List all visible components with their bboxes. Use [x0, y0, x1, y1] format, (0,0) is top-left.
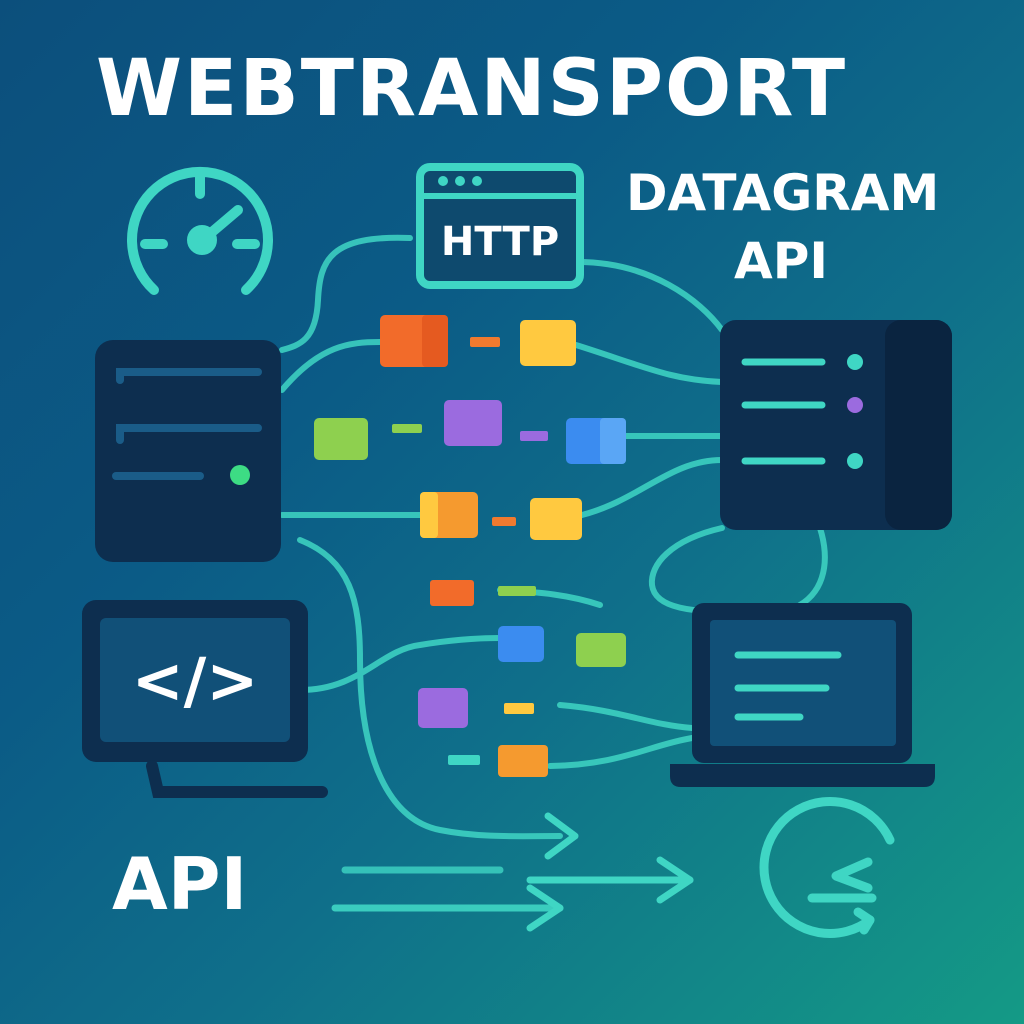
- page-title: WEBTRANSPORT: [96, 44, 848, 134]
- datagram-label-line2: API: [734, 232, 828, 290]
- data-packets: [314, 315, 626, 777]
- laptop-icon: [670, 603, 935, 787]
- code-monitor-icon: </>: [82, 600, 328, 798]
- api-label: API: [112, 842, 248, 926]
- code-glyph: </>: [132, 644, 259, 717]
- browser-window-icon: HTTP: [416, 163, 584, 289]
- speedometer-icon: [127, 166, 273, 295]
- refresh-icon: [759, 797, 895, 938]
- datagram-label-line1: DATAGRAM: [626, 164, 940, 222]
- server-icon: [95, 340, 281, 562]
- connection-lines: [279, 234, 828, 840]
- server-icon: [720, 320, 952, 530]
- http-label: HTTP: [441, 219, 559, 265]
- arrow-right-icon: [331, 812, 694, 932]
